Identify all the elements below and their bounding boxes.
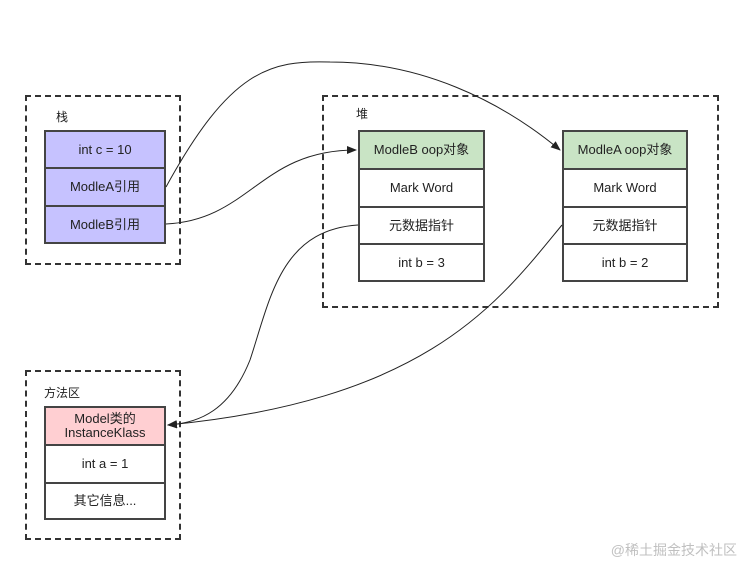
instanceklass-header: Model类的 InstanceKlass xyxy=(44,406,166,446)
stack-region xyxy=(25,95,181,265)
modlea-oop-header: ModleA oop对象 xyxy=(562,130,688,170)
stack-title: 栈 xyxy=(56,110,69,124)
arrow-modlea-metadata-to-klass xyxy=(167,224,563,429)
arrow-modleb-ref-to-oop xyxy=(165,146,357,225)
method-area-title: 方法区 xyxy=(44,386,81,400)
modlea-mark-word: Mark Word xyxy=(562,168,688,208)
arrow-modlea-ref-to-oop xyxy=(165,61,561,188)
arrow-modleb-metadata-to-klass xyxy=(167,224,359,429)
stack-ref-modlea: ModleA引用 xyxy=(44,167,166,207)
heap-region xyxy=(322,95,719,308)
method-area-region xyxy=(25,370,181,540)
modleb-metadata-pointer: 元数据指针 xyxy=(358,206,485,245)
modleb-int-b: int b = 3 xyxy=(358,243,485,282)
modleb-oop-header: ModleB oop对象 xyxy=(358,130,485,170)
heap-title: 堆 xyxy=(356,107,369,121)
stack-ref-modleb: ModleB引用 xyxy=(44,205,166,244)
watermark: @稀土掘金技术社区 xyxy=(610,542,737,558)
klass-other-info: 其它信息... xyxy=(44,482,166,520)
modlea-int-b: int b = 2 xyxy=(562,243,688,282)
instanceklass-title-line1: Model类的 xyxy=(74,411,136,426)
modlea-metadata-pointer: 元数据指针 xyxy=(562,206,688,245)
instanceklass-title-line2: InstanceKlass xyxy=(64,425,146,440)
